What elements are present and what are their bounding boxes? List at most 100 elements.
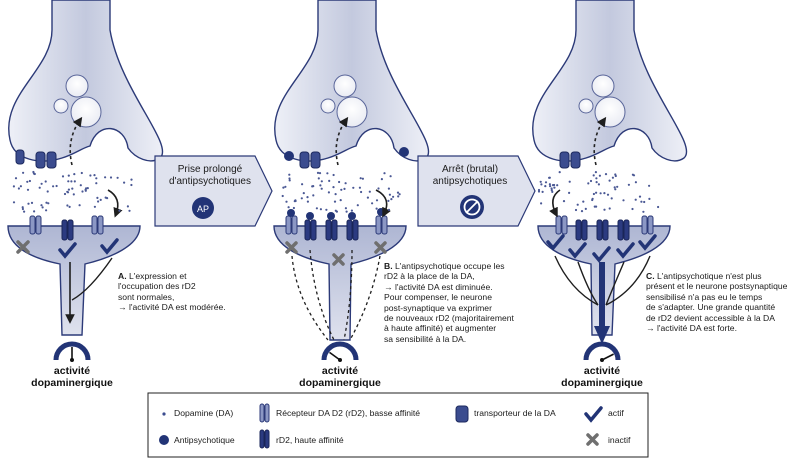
dopamine-particle [387, 199, 390, 202]
transporter [559, 151, 570, 169]
dopamine-particle [66, 204, 69, 207]
receptor-high-affinity [617, 219, 630, 241]
legend-transporter-label: transporteur de la DA [474, 408, 556, 418]
caption-letter: B. [384, 261, 393, 271]
dopamine-particle [63, 192, 67, 196]
dopamine-particle [33, 210, 36, 213]
dopamine-binding-arrow [107, 189, 123, 218]
dopamine-particle [285, 200, 288, 203]
gauge-arc [321, 341, 359, 361]
dopamine-particle [306, 196, 309, 199]
dopamine-particle [610, 197, 613, 200]
dopamine-particle [93, 174, 96, 177]
dopamine-particle [67, 180, 70, 183]
dopamine-particle [580, 210, 584, 213]
dopamine-particle [540, 183, 543, 186]
dopamine-particle [352, 186, 355, 189]
receptor-high-affinity [304, 212, 317, 241]
dopamine-particle [383, 172, 386, 175]
dopamine-particle [568, 191, 571, 194]
dopamine-particle [118, 209, 121, 212]
dopamine-particle [32, 170, 35, 174]
dopamine-particle [66, 190, 69, 193]
active-mark [546, 234, 565, 251]
dopamine-particle [332, 186, 335, 189]
transition-label-1: Prise prolongé d'antipsychotiques [169, 164, 251, 187]
legend-box [147, 392, 649, 458]
dopamine-particle [396, 191, 400, 194]
gauge-arc [583, 341, 621, 361]
dopamine-particle [397, 195, 400, 198]
dopamine-particle [61, 175, 65, 178]
dopamine-particle [359, 177, 362, 180]
dopamine-particle [614, 188, 617, 191]
dopamine-particle [339, 199, 342, 202]
legend-inactive-icon [586, 433, 599, 446]
dopamine-particle [116, 176, 119, 179]
dopamine-particle [562, 200, 566, 203]
dopamine-particle [19, 185, 22, 188]
dopamine-particle [576, 203, 579, 206]
inactive-mark [374, 241, 387, 254]
dopamine-particle [584, 207, 587, 210]
dopamine-particle [592, 192, 596, 196]
dopamine-particle [287, 206, 290, 209]
dopamine-particle [21, 206, 24, 209]
dopamine-particle [657, 205, 660, 209]
ap-icon-text: AP [197, 204, 209, 214]
dopamine-particle [333, 200, 337, 203]
legend-receptor-low-label: Récepteur DA D2 (rD2), basse affinité [276, 408, 421, 418]
signal-arrow [291, 255, 329, 341]
active-mark [592, 246, 611, 263]
dopamine-particle [345, 210, 348, 213]
dopamine-particle [603, 208, 606, 211]
signal-arrow [605, 255, 651, 306]
dopamine-particle [38, 186, 41, 189]
inactive-mark [285, 241, 298, 254]
signal-arrow [605, 261, 625, 306]
signal-arrow [577, 261, 599, 306]
dopamine-particle [45, 201, 48, 204]
dopamine-particle [592, 174, 595, 177]
postsynaptic-neuron-b [273, 225, 407, 341]
dopamine-particle [392, 195, 395, 198]
dopamine-particle [281, 194, 284, 198]
caption-letter: A. [118, 271, 127, 281]
gauge-hub [70, 358, 74, 362]
dopamine-particle [284, 185, 287, 188]
dopamine-particle [316, 171, 320, 174]
antipsychotic-molecule [399, 147, 409, 157]
dopamine-particle [622, 199, 625, 202]
dopamine-particle [332, 173, 335, 177]
dopamine-particle [312, 185, 315, 188]
dopamine-particle [638, 195, 642, 198]
signal-arrow [349, 255, 381, 341]
dopamine-particle [537, 188, 541, 192]
gauge-label-c: activité dopaminergique [561, 365, 643, 389]
active-mark [568, 242, 587, 259]
dopamine-particles [12, 170, 660, 213]
dopamine-particle [99, 198, 102, 201]
dopamine-particle [344, 182, 347, 185]
strong-signal-arrowhead [594, 326, 610, 344]
dopamine-particle [109, 176, 113, 179]
dopamine-particle [45, 209, 48, 212]
legend-transporter-icon [455, 405, 469, 423]
gauge-needle [601, 353, 614, 361]
ap-icon [192, 197, 214, 219]
dopamine-particle [68, 205, 71, 208]
dopamine-particle [599, 192, 602, 195]
caption-text: L'expression et l'occupation des rD2 son… [118, 271, 226, 313]
vesicle [578, 98, 594, 114]
legend-antipsychotic-label: Antipsychotique [174, 435, 235, 445]
dopamine-particle [548, 183, 552, 186]
dopamine-particle [366, 196, 369, 199]
legend-dopamine-label: Dopamine (DA) [174, 408, 234, 418]
vesicle [591, 74, 615, 98]
dopamine-binding-arrow [375, 189, 391, 218]
dopamine-particle [40, 182, 43, 185]
dopamine-particle [551, 184, 555, 187]
dopamine-particle [539, 180, 542, 183]
dopamine-particle [126, 205, 129, 208]
